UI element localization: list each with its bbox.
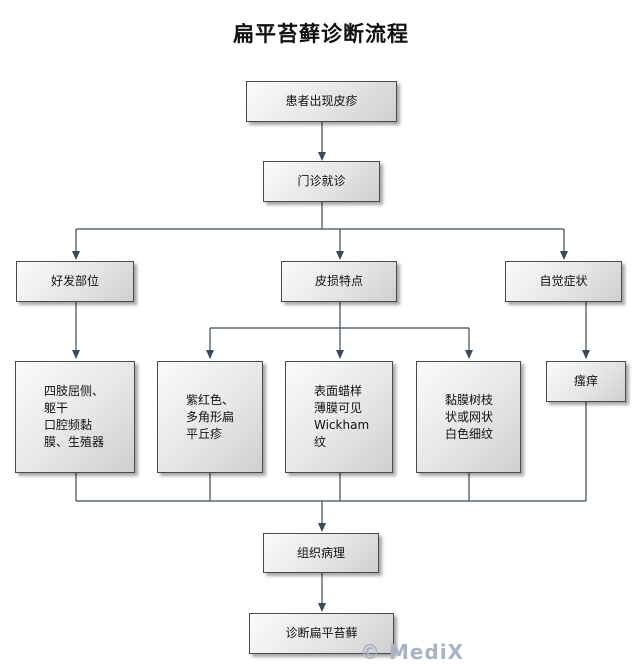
node-predilection-site-label: 好发部位 (50, 274, 99, 288)
node-diagnosis: 诊断扁平苔藓 (249, 613, 394, 654)
node-clinic-visit-label: 门诊就诊 (297, 174, 346, 188)
node-symptoms: 自觉症状 (505, 261, 622, 302)
node-rash-label: 患者出现皮疹 (285, 94, 358, 108)
node-rash: 患者出现皮疹 (246, 81, 397, 122)
node-pruritus: 瘙痒 (546, 361, 626, 402)
node-lesion-color-label: 紫红色、 多角形扁 平丘疹 (186, 392, 235, 441)
node-clinic-visit: 门诊就诊 (263, 161, 380, 202)
watermark: © MediX (360, 640, 465, 664)
node-lesion-color: 紫红色、 多角形扁 平丘疹 (157, 361, 263, 473)
node-lesion-mucosa: 黏膜树枝 状或网状 白色细纹 (416, 361, 521, 473)
node-lesion-surface-label: 表面蜡样 薄膜可见 Wickham 纹 (314, 384, 370, 449)
node-diagnosis-label: 诊断扁平苔藓 (285, 626, 358, 640)
page-title: 扁平苔藓诊断流程 (233, 22, 409, 46)
node-histopathology-label: 组织病理 (296, 545, 345, 560)
node-lesion-features: 皮损特点 (281, 261, 397, 302)
node-lesion-mucosa-label: 黏膜树枝 状或网状 白色细纹 (445, 392, 494, 441)
node-site-detail: 四肢屈侧、 躯干 口腔频黏 膜、生殖器 (15, 361, 135, 473)
node-lesion-features-label: 皮损特点 (314, 274, 363, 288)
node-predilection-site: 好发部位 (16, 261, 134, 302)
node-site-detail-label: 四肢屈侧、 躯干 口腔频黏 膜、生殖器 (44, 384, 105, 449)
node-lesion-surface: 表面蜡样 薄膜可见 Wickham 纹 (285, 361, 393, 473)
node-symptoms-label: 自觉症状 (539, 274, 588, 288)
node-pruritus-label: 瘙痒 (573, 374, 598, 388)
node-histopathology: 组织病理 (263, 533, 379, 573)
